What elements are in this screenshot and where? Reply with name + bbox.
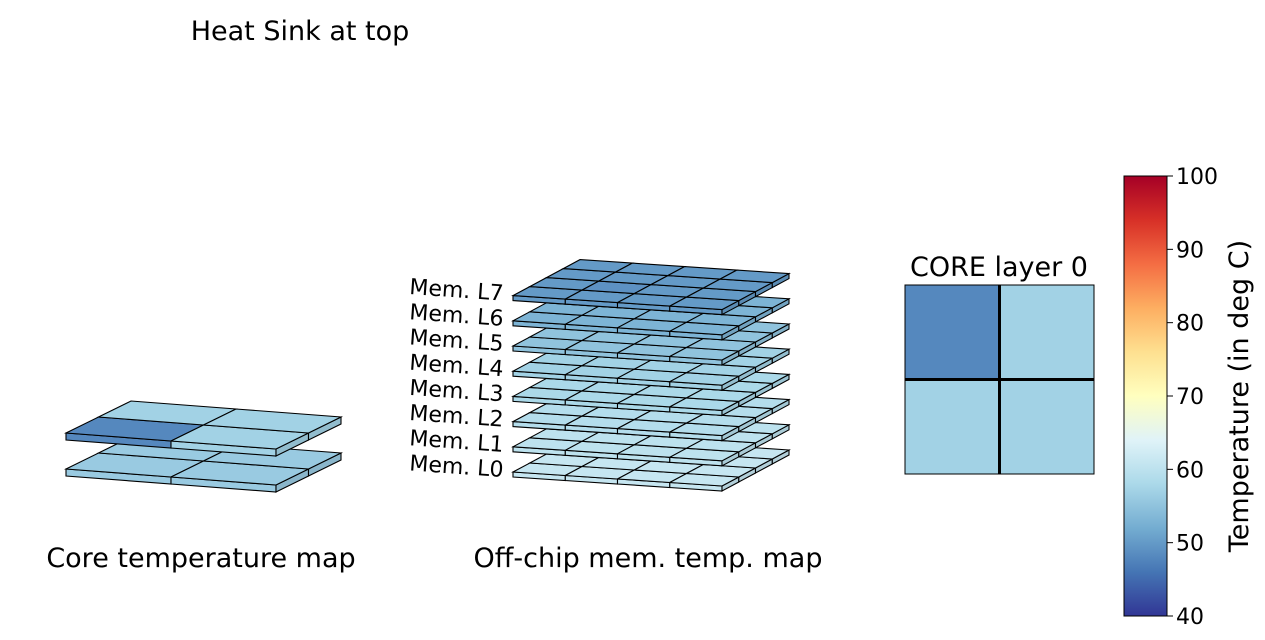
mem-map-caption: Off-chip mem. temp. map bbox=[474, 543, 823, 574]
colorbar-tick-label: 80 bbox=[1176, 312, 1204, 337]
core-map-caption: Core temperature map bbox=[46, 543, 355, 574]
core-flat-cell bbox=[999, 285, 1094, 380]
core-flat-cell bbox=[905, 379, 1000, 474]
memory-3d-stack bbox=[511, 259, 791, 492]
colorbar-gradient bbox=[1123, 175, 1168, 617]
colorbar-tick-label: 50 bbox=[1176, 532, 1204, 557]
colorbar: Temperature (in deg C) 40 50 60 70 80 90 100 bbox=[1123, 165, 1255, 630]
colorbar-tick-label: 90 bbox=[1176, 238, 1204, 263]
core-3d-stack bbox=[63, 400, 344, 493]
colorbar-tick-label: 70 bbox=[1176, 385, 1204, 410]
colorbar-tick-label: 100 bbox=[1176, 165, 1218, 190]
core-flat-cell bbox=[999, 379, 1094, 474]
core-flat-border bbox=[904, 284, 1095, 475]
core-layer-0-heatmap: CORE layer 0 bbox=[904, 252, 1095, 475]
core-layer-1-cell bbox=[201, 408, 344, 434]
colorbar-label: Temperature (in deg C) bbox=[1224, 240, 1255, 553]
colorbar-tick-label: 60 bbox=[1176, 458, 1204, 483]
core-flat-cell bbox=[905, 285, 1000, 380]
core-layer-0-title: CORE layer 0 bbox=[910, 252, 1088, 283]
mem-layer-7-cell bbox=[718, 269, 791, 284]
colorbar-tick-label: 40 bbox=[1176, 605, 1204, 630]
figure-title: Heat Sink at top bbox=[191, 16, 410, 47]
